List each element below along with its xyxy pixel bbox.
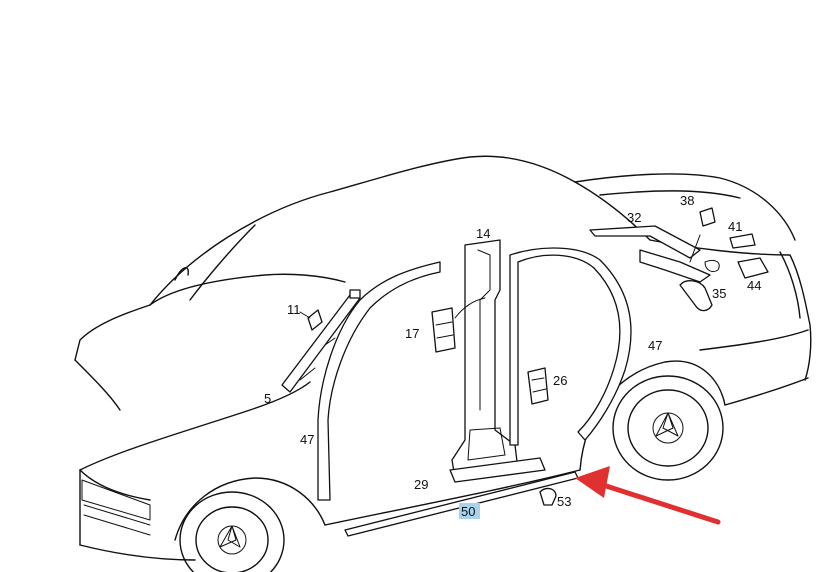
rear-wheel — [612, 375, 724, 481]
callout-41: 41 — [728, 219, 742, 234]
sill-trim — [449, 457, 546, 483]
callout-47-front: 47 — [300, 432, 314, 447]
callout-26: 26 — [553, 373, 567, 388]
callout-35: 35 — [712, 286, 726, 301]
callout-29: 29 — [414, 477, 428, 492]
a-pillar-trim — [281, 289, 361, 393]
rear-door-seal — [509, 247, 632, 446]
part-17 — [431, 297, 486, 353]
callout-17: 17 — [405, 326, 419, 341]
callout-11: 11 — [287, 302, 301, 317]
callout-5: 5 — [264, 391, 271, 406]
clip-26 — [527, 367, 549, 405]
callout-47-rear: 47 — [648, 338, 662, 353]
callout-14: 14 — [476, 226, 490, 241]
rear-shelf-trim — [589, 207, 769, 312]
front-door-seal — [317, 261, 441, 501]
part-50-highlight — [459, 503, 480, 519]
callout-32: 32 — [627, 210, 641, 225]
callout-53: 53 — [557, 494, 571, 509]
clip-53 — [539, 487, 557, 506]
callout-44: 44 — [747, 278, 761, 293]
callout-38: 38 — [680, 193, 694, 208]
callout-50: 50 — [461, 504, 475, 519]
front-wheel — [179, 491, 285, 572]
clip-11 — [299, 309, 323, 331]
red-arrow — [575, 466, 721, 525]
